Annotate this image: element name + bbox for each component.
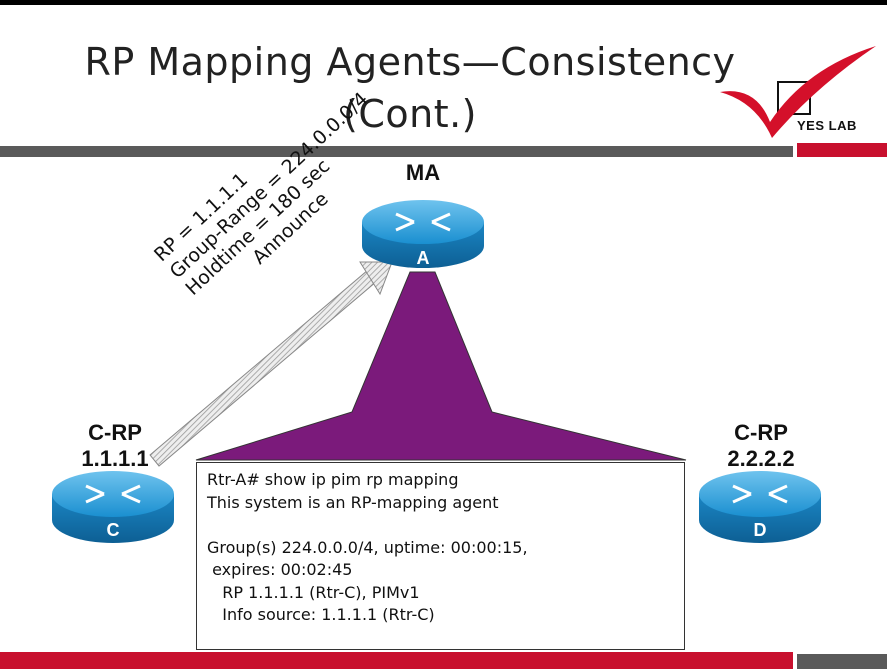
top-border — [0, 0, 887, 5]
slide-title-line1: RP Mapping Agents—Consistency — [84, 40, 736, 84]
router-d[interactable] — [699, 471, 821, 543]
cli-line: This system is an RP-mapping agent — [207, 492, 499, 512]
router-arrows-icon — [85, 484, 141, 504]
router-a-letter: A — [416, 248, 430, 268]
router-arrows-icon — [395, 212, 451, 232]
router-c-letter: C — [106, 520, 120, 540]
cli-line: Rtr-A# show ip pim rp mapping — [207, 470, 459, 489]
header-gray-bar — [0, 146, 793, 157]
crp-d-label: C-RP — [734, 420, 788, 445]
crp-d-address: 2.2.2.2 — [727, 446, 795, 471]
cli-line: RP 1.1.1.1 (Rtr-C), PIMv1 — [207, 582, 420, 602]
cli-output-box: Rtr-A# show ip pim rp mapping This syste… — [196, 462, 685, 650]
crp-c-address: 1.1.1.1 — [81, 446, 149, 471]
router-d-letter: D — [753, 520, 767, 540]
announce-arrow-head — [359, 261, 393, 296]
ma-label: MA — [405, 160, 441, 185]
cli-line: Info source: 1.1.1.1 (Rtr-C) — [207, 605, 435, 624]
yes-lab-logo — [720, 46, 876, 138]
footer-gray-bar — [797, 654, 887, 669]
mapping-triangle — [195, 271, 687, 461]
slide-title-line2: (Cont.) — [343, 92, 477, 136]
router-arrows-icon — [732, 484, 788, 504]
check-icon — [720, 46, 876, 138]
cli-line: expires: 00:02:45 — [207, 560, 353, 579]
cli-line: Group(s) 224.0.0.0/4, uptime: 00:00:15, — [207, 537, 528, 557]
header-red-bar — [797, 143, 887, 157]
footer-red-bar — [0, 652, 793, 669]
router-a[interactable] — [362, 200, 484, 268]
slide-title: RP Mapping Agents—Consistency (Cont.) — [60, 36, 760, 140]
logo-text: YES LAB — [797, 118, 857, 133]
crp-c-label: C-RP — [88, 420, 142, 445]
cli-line: ​ — [207, 514, 684, 537]
router-c[interactable] — [52, 471, 174, 543]
